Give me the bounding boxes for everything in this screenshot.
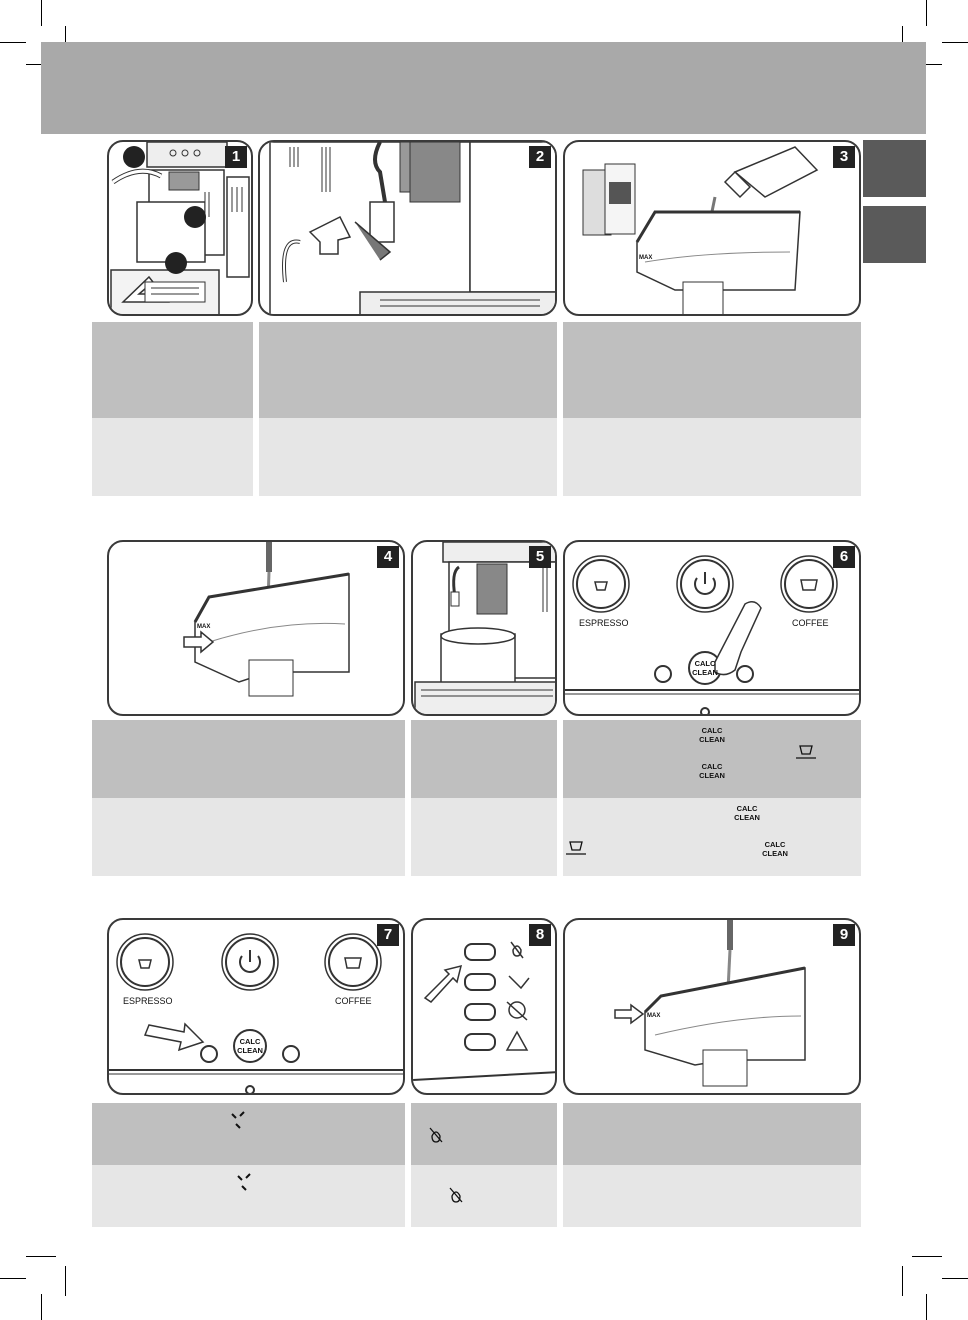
descale-light-illustration bbox=[109, 933, 403, 1093]
fill-water-tank-illustration: MAX bbox=[183, 542, 350, 697]
crop-mark bbox=[912, 64, 942, 65]
text-block-secondary bbox=[563, 418, 861, 496]
text-block-secondary bbox=[92, 1165, 405, 1227]
text-block-primary bbox=[92, 720, 405, 798]
pour-descaler-illustration: MAX bbox=[582, 146, 819, 314]
step-panel-1: 1 bbox=[107, 140, 253, 316]
text-block-primary bbox=[92, 322, 253, 418]
step-panel-5: 5 bbox=[411, 540, 557, 716]
espresso-label: ESPRESSO bbox=[123, 996, 173, 1006]
crop-mark bbox=[65, 26, 66, 56]
espresso-label: ESPRESSO bbox=[579, 618, 629, 628]
step-number-1: 1 bbox=[225, 146, 247, 168]
refill-water-tank-illustration: MAX bbox=[614, 920, 806, 1087]
text-block-primary bbox=[259, 322, 557, 418]
step-panel-3: MAX 3 bbox=[563, 140, 861, 316]
crop-mark bbox=[65, 1266, 66, 1296]
crop-mark bbox=[926, 0, 927, 26]
crop-mark bbox=[41, 1294, 42, 1320]
crop-mark bbox=[912, 1256, 942, 1257]
header-band bbox=[41, 42, 926, 134]
tank-max-label: MAX bbox=[647, 1013, 660, 1019]
step-number-9: 9 bbox=[833, 924, 855, 946]
text-block-secondary bbox=[411, 798, 557, 876]
step-panel-4: MAX 4 bbox=[107, 540, 405, 716]
tank-max-label: MAX bbox=[197, 624, 210, 630]
coffee-label: COFFEE bbox=[792, 618, 829, 628]
crop-mark bbox=[902, 1266, 903, 1296]
step-panel-2: 2 bbox=[258, 140, 557, 316]
step-number-2: 2 bbox=[529, 146, 551, 168]
control-panel-illustration bbox=[565, 555, 859, 714]
crop-mark bbox=[41, 0, 42, 26]
container-under-frother-illustration bbox=[414, 542, 555, 714]
crop-mark bbox=[902, 26, 903, 56]
text-block-secondary bbox=[259, 418, 557, 496]
text-block-secondary bbox=[92, 798, 405, 876]
text-block-primary bbox=[411, 1103, 557, 1165]
text-block-primary bbox=[563, 322, 861, 418]
text-block-secondary bbox=[563, 798, 861, 876]
callout-1 bbox=[123, 146, 145, 168]
step-number-8: 8 bbox=[529, 924, 551, 946]
step-panel-8: 8 bbox=[411, 918, 557, 1095]
text-block-secondary bbox=[411, 1165, 557, 1227]
section-tab bbox=[863, 140, 926, 197]
crop-mark bbox=[942, 42, 968, 43]
crop-mark bbox=[0, 1278, 26, 1279]
text-block-secondary bbox=[92, 418, 253, 496]
step-number-3: 3 bbox=[833, 146, 855, 168]
step-number-4: 4 bbox=[377, 546, 399, 568]
callout-3 bbox=[165, 252, 187, 274]
crop-mark bbox=[926, 1294, 927, 1320]
text-block-primary bbox=[563, 720, 861, 798]
crop-mark bbox=[26, 1256, 56, 1257]
step-number-5: 5 bbox=[529, 546, 551, 568]
section-tab bbox=[863, 206, 926, 263]
step-panel-9: MAX 9 bbox=[563, 918, 861, 1095]
crop-mark bbox=[942, 1278, 968, 1279]
step-number-6: 6 bbox=[833, 546, 855, 568]
crop-mark bbox=[0, 42, 26, 43]
indicator-lights-illustration bbox=[413, 941, 555, 1081]
text-block-secondary bbox=[563, 1165, 861, 1227]
coffee-label: COFFEE bbox=[335, 996, 372, 1006]
text-block-primary bbox=[563, 1103, 861, 1165]
callout-2 bbox=[184, 206, 206, 228]
text-block-primary bbox=[411, 720, 557, 798]
step-number-7: 7 bbox=[377, 924, 399, 946]
machine-opening-illustration bbox=[110, 142, 250, 314]
text-block-primary bbox=[92, 1103, 405, 1165]
remove-frother-illustration bbox=[269, 142, 555, 314]
tank-max-label: MAX bbox=[639, 255, 652, 261]
